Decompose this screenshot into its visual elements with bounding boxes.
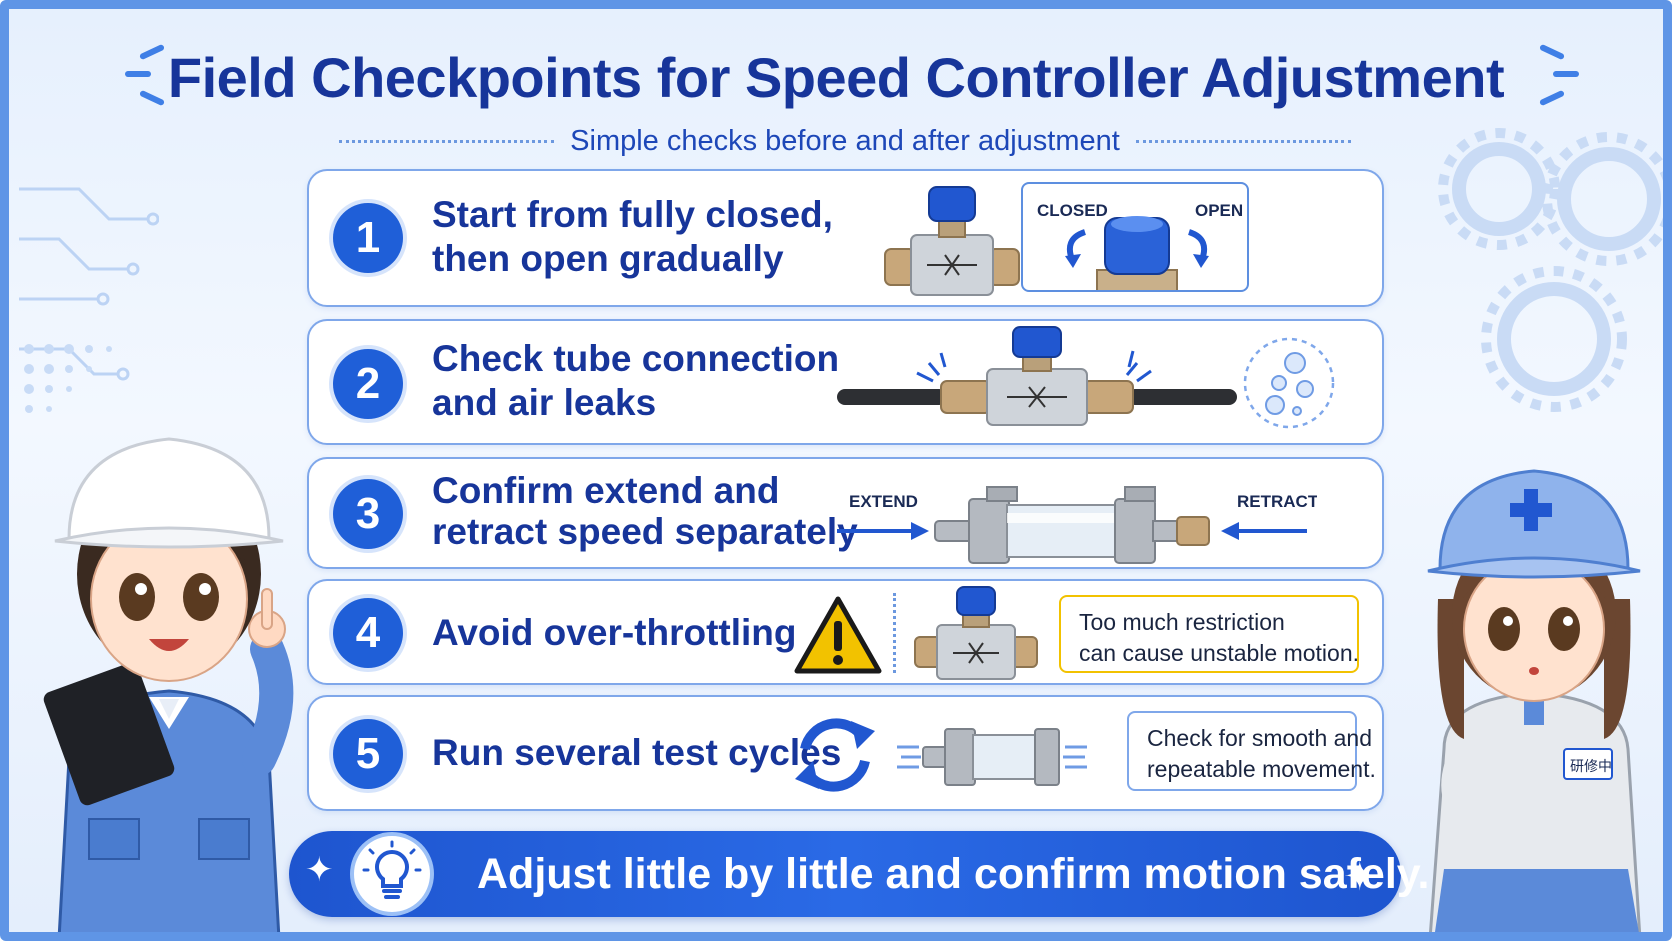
valve-icon (914, 586, 1038, 680)
step-text-line: then open gradually (432, 238, 784, 280)
dotted-divider-right (1135, 139, 1351, 143)
note-line: Too much restriction (1079, 609, 1285, 635)
step-card-5: 5 Run several test cycles Check for smoo… (307, 695, 1384, 811)
step-text-line: Start from fully closed, (432, 194, 833, 235)
label-retract: RETRACT (1237, 492, 1317, 511)
note-line: repeatable movement. (1147, 756, 1376, 783)
trainee-badge-text: 研修中 (1570, 759, 1612, 775)
page-title: Field Checkpoints for Speed Controller A… (167, 46, 1505, 109)
step-text-line: Run several test cycles (432, 732, 842, 773)
banner-text: Adjust little by little and confirm moti… (477, 850, 1430, 898)
step-number-badge: 1 (333, 203, 403, 273)
step-text: Confirm extend and retract speed separat… (432, 470, 858, 552)
step-text-line: and air leaks (432, 382, 657, 424)
gear-decoration (1438, 128, 1663, 412)
tube-icon (837, 326, 1237, 426)
step-text-line: Confirm extend and (432, 470, 780, 511)
circuit-decoration (19, 187, 159, 381)
dot-pattern-decoration (24, 344, 112, 413)
step-card-1: 1 Start from fully closed, then open gra… (307, 169, 1384, 307)
step-card-3: 3 Confirm extend and retract speed separ… (307, 457, 1384, 569)
step-text-line: Check tube connection (432, 338, 840, 379)
note-smooth-movement: Check for smooth and repeatable movement… (1127, 711, 1376, 791)
divider-dotted (893, 593, 896, 673)
step-number-badge: 4 (333, 598, 403, 668)
warning-icon (794, 596, 882, 674)
subtitle-row: Simple checks before and after adjustmen… (339, 121, 1351, 161)
bubbles-icon (1243, 337, 1335, 429)
valve-icon (884, 186, 1020, 296)
cycle-icon (795, 718, 875, 792)
cylinder-icon: EXTEND RETRACT (837, 486, 1317, 564)
step-text: Run several test cycles (432, 731, 841, 775)
knob-icon: CLOSED OPEN (1037, 201, 1243, 290)
lightbulb-icon (354, 836, 430, 912)
lightbulb-svg (362, 840, 422, 899)
bottom-banner: ✦ Adjust little by little and confirm mo… (289, 831, 1429, 917)
note-line: can cause unstable motion. (1079, 640, 1360, 667)
title-dash-right-2 (1553, 71, 1579, 77)
step-number-badge: 3 (333, 479, 403, 549)
note-line: Check for smooth and (1147, 725, 1373, 751)
step-text: Check tube connection and air leaks (432, 337, 839, 426)
sparkle-icon: ✦ (305, 851, 334, 889)
step-number-badge: 5 (333, 719, 403, 789)
note-unstable-motion: Too much restriction can cause unstable … (1059, 595, 1359, 673)
sparkle-icon: ✦ (1343, 855, 1377, 899)
worker-character-right: 研修中 (1427, 469, 1642, 932)
knob-diagram-box: CLOSED OPEN (1021, 182, 1249, 292)
step-card-4: 4 Avoid over-throttling Too much restric… (307, 579, 1384, 685)
cylinder-icon (897, 728, 1087, 786)
step-text: Avoid over-throttling (432, 611, 797, 655)
knob-label-open: OPEN (1195, 201, 1243, 220)
step-number-badge: 2 (333, 349, 403, 419)
label-extend: EXTEND (849, 492, 918, 511)
subtitle: Simple checks before and after adjustmen… (570, 124, 1120, 157)
title-dash-left-2 (125, 71, 151, 77)
step-text-line: retract speed separately (432, 510, 858, 552)
dotted-divider-left (339, 139, 555, 143)
worker-character-left (43, 437, 294, 932)
step-card-2: 2 Check tube connection and air leaks (307, 319, 1384, 445)
step-text: Start from fully closed, then open gradu… (432, 193, 833, 282)
knob-label-closed: CLOSED (1037, 201, 1108, 220)
step-text-line: Avoid over-throttling (432, 612, 797, 653)
